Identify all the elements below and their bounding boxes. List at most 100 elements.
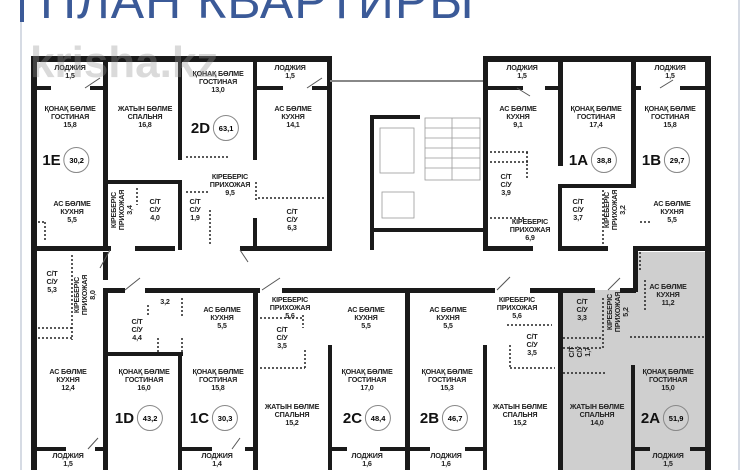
room-name: С/Т: [572, 197, 584, 206]
room-name: КУХНЯ: [354, 313, 378, 322]
room-area: 15,8: [663, 120, 677, 129]
room-name: С/Т: [276, 325, 288, 334]
room-name: С/У: [572, 205, 584, 214]
room-area: 3,2: [160, 297, 170, 306]
room-area: 3,5: [527, 348, 537, 357]
room-name: ҚОНАҚ БӨЛМЕ: [570, 104, 622, 113]
apartment-id: 2B: [419, 409, 440, 427]
apartment-area-badge: 29,7: [664, 147, 691, 173]
room-name: ПРИХОЖАЯ: [496, 303, 538, 312]
apartment-area-badge: 30,3: [212, 405, 239, 431]
apartment-id: 1C: [189, 409, 210, 427]
room-area: 5,2: [621, 307, 630, 317]
apartment-area-badge: 38,8: [591, 147, 618, 173]
room-area: 15,0: [661, 383, 675, 392]
room-name: С/Т: [526, 332, 538, 341]
room-area: 3,4: [125, 205, 134, 215]
room-name: КУХНЯ: [660, 207, 684, 216]
room-area: 5,5: [443, 321, 453, 330]
room-area: 15,8: [63, 120, 77, 129]
apartment-id: 2A: [640, 409, 661, 427]
page-frame: [20, 0, 740, 470]
room-name: АС БӨЛМЕ: [429, 305, 467, 314]
walls: [31, 56, 711, 470]
room-name: ГОСТИНАЯ: [198, 77, 238, 86]
room-name: С/Т: [500, 172, 512, 181]
room-name: КУХНЯ: [281, 112, 305, 121]
room-area: 1,7: [583, 347, 592, 357]
room-name: ГОСТИНАЯ: [650, 112, 690, 121]
room-area: 1,6: [441, 459, 451, 468]
room-name: КУХНЯ: [210, 313, 234, 322]
room-name: С/Т: [286, 207, 298, 216]
room-name: КІРЕБЕРІС: [498, 295, 536, 304]
room-name: ҚОНАҚ БӨЛМЕ: [421, 367, 473, 376]
room-area: 1,9: [190, 213, 200, 222]
room-name: С/У: [526, 340, 538, 349]
apartment-id: 1D: [114, 409, 135, 427]
room-area: 16,0: [137, 383, 151, 392]
room-area: 1,5: [665, 71, 675, 80]
room-name: ҚОНАҚ БӨЛМЕ: [341, 367, 393, 376]
room-name: АС БӨЛМЕ: [499, 104, 537, 113]
room-name: ЛОДЖИЯ: [652, 451, 684, 460]
room-name: С/У: [131, 325, 143, 334]
room-area: 14,1: [286, 120, 300, 129]
room-area: 1,5: [285, 71, 295, 80]
room-name: ГОСТИНАЯ: [50, 112, 90, 121]
room-area: 3,7: [573, 213, 583, 222]
room-area: 15,2: [513, 418, 527, 427]
room-name: С/Т: [131, 317, 143, 326]
room-name: КУХНЯ: [56, 375, 80, 384]
room-name: ЛОДЖИЯ: [54, 63, 86, 72]
watermark: krisha.kz: [30, 38, 219, 87]
room-name: ЖАТЫН БӨЛМЕ: [492, 402, 548, 411]
apartment-area-badge: 30,2: [63, 147, 90, 173]
room-area: 8,0: [88, 290, 97, 300]
room-name: АС БӨЛМЕ: [274, 104, 312, 113]
room-area: 5,5: [217, 321, 227, 330]
room-area: 15,8: [211, 383, 225, 392]
room-name: ГОСТИНАЯ: [427, 375, 467, 384]
room-name: С/У: [576, 305, 588, 314]
apartment-id: 1E: [42, 151, 61, 169]
apartment-area-badge: 63,1: [213, 115, 240, 141]
room-name: СПАЛЬНЯ: [127, 112, 163, 121]
